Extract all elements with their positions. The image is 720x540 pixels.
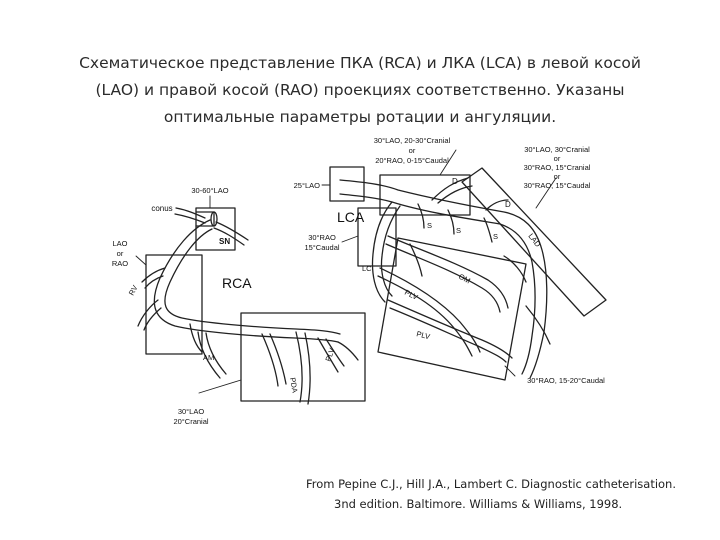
rca-view-frame-bottom [241, 313, 365, 401]
lca-view-label-top-2: or [409, 146, 416, 155]
lca-plv1-label: PLV [403, 288, 419, 302]
rca-plv-label: PLV [323, 347, 336, 363]
rca-conus-label: conus [151, 204, 172, 213]
rca-view-label-left-3: RAO [112, 259, 128, 268]
rca-view-label-bottom-2: 20°Cranial [173, 417, 208, 426]
rca-pda-label: PDA [288, 377, 300, 394]
lca-lc-label: LC [362, 264, 372, 273]
rca-name-label: RCA [222, 275, 252, 291]
rca-view-label-left-2: or [117, 249, 124, 258]
rca-marginal-branches [138, 300, 202, 352]
lca-main-vessel [340, 180, 547, 378]
source-line-1: From Pepine C.J., Hill J.A., Lambert C. … [306, 474, 680, 494]
lca-name-label: LCA [337, 209, 365, 225]
lca-s3-label: S [493, 232, 498, 241]
lca-view-label-left-2: 15°Caudal [304, 243, 339, 252]
lca-plv2-label: PLV [416, 329, 431, 341]
rca-rv-label: RV [127, 284, 140, 297]
lca-secondary-branches [410, 244, 550, 344]
lca-view-frame-bottom [378, 238, 526, 380]
lca-view-label-right-3: 30°RAO, 15°Cranial [524, 163, 591, 172]
rca-view-label-bottom-1: 30°LAO [178, 407, 205, 416]
lca-s1-label: S [427, 221, 432, 230]
lca-view-label-right-1: 30°LAO, 30°Cranial [524, 145, 590, 154]
lca-view-label-bottom: 30°RAO, 15-20°Caudal [527, 376, 605, 385]
lca-om-label: OM [457, 272, 472, 286]
lca-s2-label: S [456, 226, 461, 235]
lca-view-label-left-1: 30°RAO [308, 233, 336, 242]
rca-sn-label: SN [219, 237, 230, 246]
source-line-2: 3nd edition. Baltimore. Williams & Willi… [334, 494, 680, 514]
rca-leader-lines [136, 196, 241, 393]
rca-aortic-stub [196, 212, 217, 226]
lca-view-label-right-4: or [554, 172, 561, 181]
lca-d2-label: D [505, 200, 511, 209]
source-citation: From Pepine C.J., Hill J.A., Lambert C. … [300, 474, 680, 514]
rca-conus-branch [175, 208, 205, 223]
lca-view-label-right-2: or [554, 154, 561, 163]
rca-view-label-left-1: LAO [112, 239, 127, 248]
lca-view-label-lao: 25°LAO [294, 181, 321, 190]
rca-view-label-top: 30-60°LAO [191, 186, 228, 195]
lca-view-label-top-1: 30°LAO, 20-30°Cranial [374, 136, 451, 145]
rca-am-label: AM [203, 353, 214, 362]
lca-view-label-top-3: 20°RAO, 0-15°Caudal [375, 156, 449, 165]
lca-d1-label: D [452, 177, 458, 186]
lca-plv-branch-2 [388, 300, 512, 362]
lca-view-label-right-5: 30°RAO, 15°Caudal [524, 181, 591, 190]
rca-posterior-branches [262, 332, 358, 404]
